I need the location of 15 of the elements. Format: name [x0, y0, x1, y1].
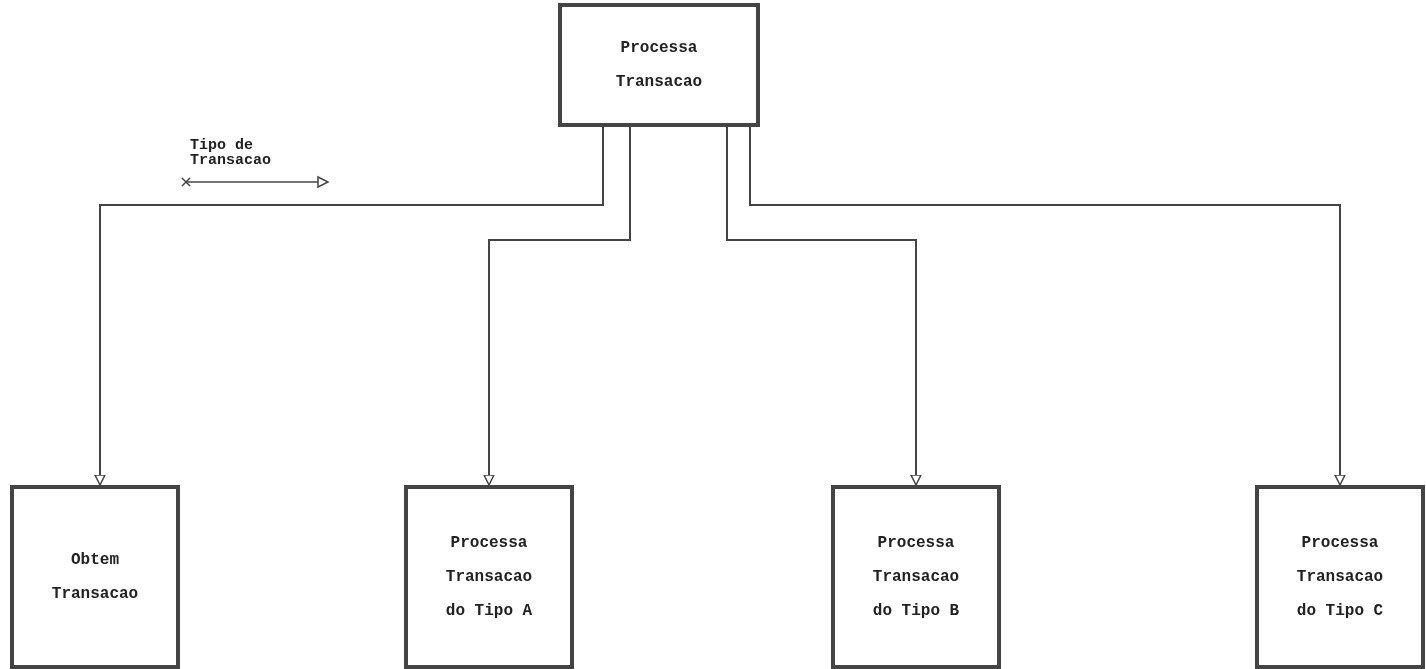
module-name: Processa Transacao do Tipo B	[871, 533, 961, 622]
module-box	[404, 485, 574, 669]
connector-arrow	[749, 126, 1346, 486]
module-name: Obtem Transacao	[50, 550, 140, 605]
module-box	[10, 485, 180, 669]
module-box	[1255, 485, 1425, 669]
module-box	[558, 3, 760, 127]
connector-arrow	[726, 126, 922, 486]
module-name: Processa Transacao do Tipo C	[1295, 533, 1385, 622]
module-name: Processa Transacao	[614, 38, 704, 93]
data-couple-label: Tipo de Transacao	[190, 138, 272, 168]
connector-arrow	[94, 126, 604, 486]
module-name: Processa Transacao do Tipo A	[444, 533, 534, 622]
connector-arrow	[483, 126, 631, 486]
module-box	[831, 485, 1001, 669]
